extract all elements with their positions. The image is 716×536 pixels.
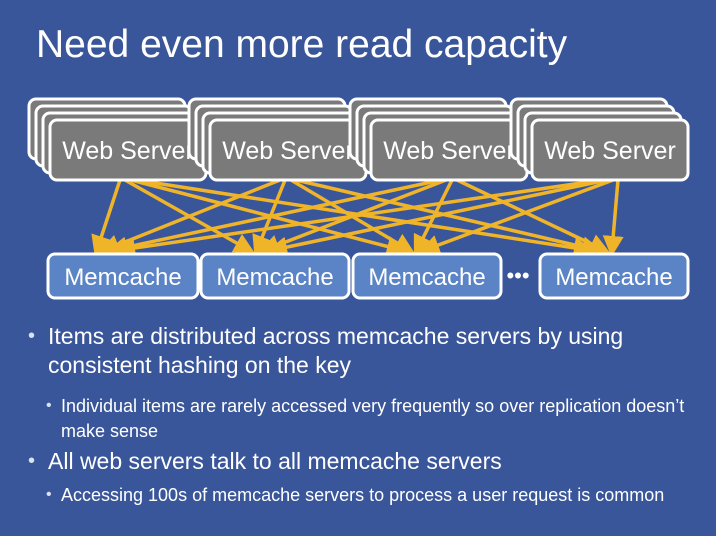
web-server-box [530,118,690,182]
memcache-ellipsis: ••• [506,263,529,288]
bullet-item: Items are distributed across memcache se… [28,322,688,380]
web-server-label: Web Server [544,137,676,165]
connection-arrow [91,179,122,257]
connection-arrow [456,178,611,254]
connection-arrow [106,178,442,258]
connection-arrow [124,178,256,254]
connection-arrow [602,179,624,257]
connection-arrow [130,178,408,257]
memcache-server: Memcache [538,252,690,300]
memcache-box [46,252,200,300]
memcache-server: Memcache [351,252,503,300]
sub-bullet-item: Individual items are rarely accessed ver… [46,393,706,444]
memcache-group: Memcache Memcache Memcache Memcache [46,252,690,300]
connection-arrow [418,178,614,255]
bullet-item: All web servers talk to all memcache ser… [28,447,688,476]
memcache-server: Memcache [199,252,351,300]
connection-arrow [266,178,608,258]
web-server-stack: Web Server [348,97,529,182]
connection-arrows [91,178,624,259]
web-server-stack: Web Server [27,97,208,182]
web-server-stack: Web Server [187,97,368,182]
memcache-label: Memcache [64,264,181,291]
web-server-stack: Web Server [509,97,690,182]
web-server-label: Web Server [383,137,515,165]
web-server-label: Web Server [222,137,354,165]
web-server-group: Web Server Web Server Web Server Web Server [27,97,690,182]
web-server-label: Web Server [62,137,194,165]
memcache-box [199,252,351,300]
connection-arrow [114,178,603,259]
memcache-box [351,252,503,300]
memcache-box [538,252,690,300]
memcache-label: Memcache [368,264,485,291]
sub-bullet-item: Accessing 100s of memcache servers to pr… [46,482,706,508]
memcache-label: Memcache [555,264,672,291]
slide-title: Need even more read capacity [36,23,568,66]
memcache-label: Memcache [216,264,333,291]
memcache-server: Memcache [46,252,200,300]
